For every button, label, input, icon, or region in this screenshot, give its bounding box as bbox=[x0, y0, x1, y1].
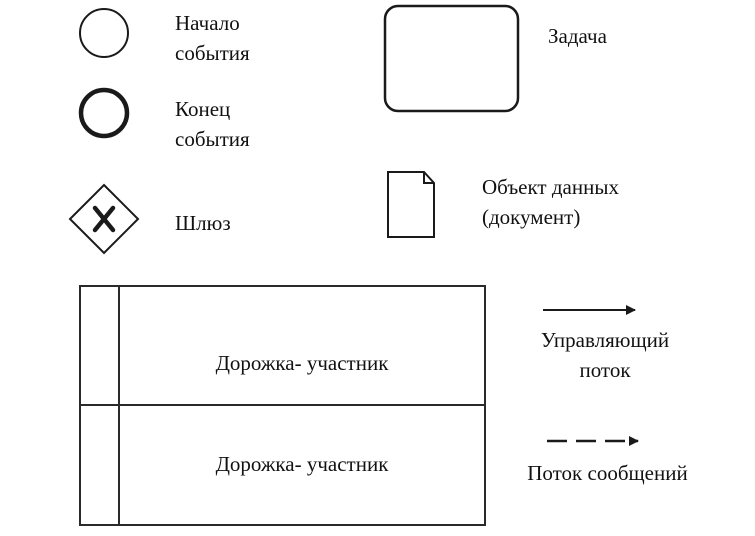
lane-2-text: Дорожка- участник bbox=[215, 452, 389, 476]
message-flow-label-text: Поток сообщений bbox=[527, 461, 688, 485]
task-rounded-rect-icon bbox=[383, 4, 520, 113]
end-event-label-line1: Конец bbox=[175, 97, 231, 121]
start-event-label-line2: события bbox=[175, 41, 250, 65]
lane-1-text: Дорожка- участник bbox=[215, 351, 389, 375]
pool bbox=[79, 285, 486, 526]
end-event-label: Конец события bbox=[175, 94, 250, 154]
data-object-label-line1: Объект данных bbox=[482, 175, 619, 199]
control-flow-label-line2: поток bbox=[579, 358, 631, 382]
task-label: Задача bbox=[548, 21, 607, 51]
task-label-text: Задача bbox=[548, 24, 607, 48]
start-event-label: Начало события bbox=[175, 8, 250, 68]
data-object-label: Объект данных (документ) bbox=[482, 172, 619, 232]
start-event-label-line1: Начало bbox=[175, 11, 240, 35]
message-flow-label: Поток сообщений bbox=[500, 458, 715, 488]
lane-label-2: Дорожка- участник bbox=[119, 449, 485, 479]
gateway-label: Шлюз bbox=[175, 208, 231, 238]
lane-label-1: Дорожка- участник bbox=[119, 348, 485, 378]
end-event-circle-icon bbox=[78, 87, 130, 139]
start-event-circle-icon bbox=[79, 8, 129, 58]
control-flow-label-line1: Управляющий bbox=[540, 328, 670, 352]
data-object-document-icon bbox=[387, 171, 435, 238]
exclusive-gateway-icon bbox=[68, 183, 140, 255]
end-event-label-line2: события bbox=[175, 127, 250, 151]
data-object-label-line2: (документ) bbox=[482, 205, 581, 229]
control-flow-label: Управляющий поток bbox=[505, 325, 705, 385]
gateway-label-text: Шлюз bbox=[175, 211, 231, 235]
